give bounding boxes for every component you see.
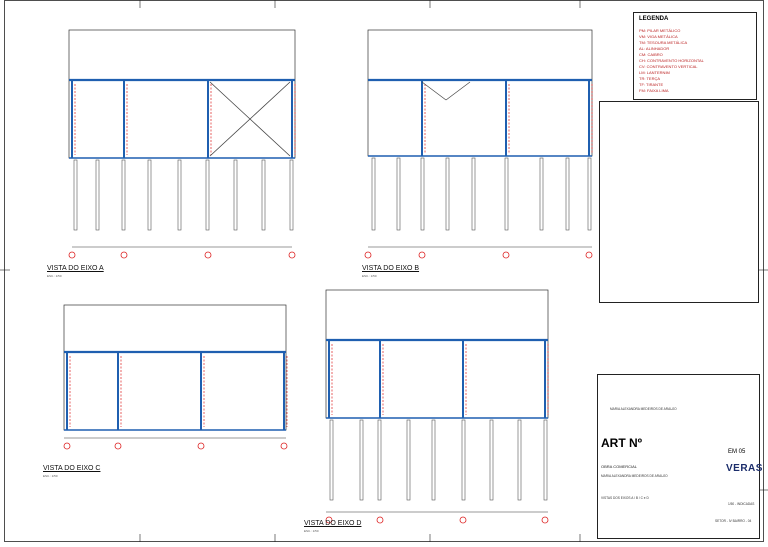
view-eixo-c: [63, 304, 288, 450]
axis-bubbles: [325, 516, 549, 524]
column-red-marks: [331, 344, 549, 415]
piles: [329, 419, 548, 501]
view-eixo-a: [68, 29, 296, 259]
facade-outline: [63, 304, 287, 431]
project-type: OBRA COMERCIAL: [601, 464, 638, 469]
art-label: ART Nº: [601, 436, 643, 450]
view-scale-d: ESC.: 1/50: [304, 529, 319, 533]
view-eixo-d: [325, 289, 549, 524]
legend-item: VM: VIGA METÁLICA: [639, 34, 678, 39]
legend-item: TM: TESOURA METÁLICA: [639, 40, 688, 45]
columns: [421, 80, 590, 156]
legend-item: CM: CAIBRO: [639, 52, 663, 57]
column-red-marks: [74, 84, 296, 155]
legend-item: TR: TERÇA: [639, 76, 661, 81]
columns: [71, 80, 293, 158]
bracing-x: [209, 81, 291, 157]
view-title-b: VISTA DO EIXO B: [362, 265, 420, 272]
location: SETOR - IV BAIRRO - 04: [715, 519, 752, 523]
column-red-marks: [424, 84, 593, 153]
legend-box: LEGENDA PM: PILAR METÁLICO VM: VIGA METÁ…: [633, 12, 757, 100]
legend-item: AL: ALINHADOR: [639, 46, 670, 51]
brand-logo: VERAS: [726, 463, 763, 474]
legend-item: PM: PILAR METÁLICO: [639, 28, 681, 33]
legend-item: CH: CONTRAVENTO HORIZONTAL: [639, 58, 704, 63]
notes-panel: [599, 101, 759, 303]
column-red-marks: [69, 356, 288, 427]
piles: [371, 157, 592, 231]
sheet-number: EM 05: [728, 449, 746, 455]
facade-outline: [68, 29, 296, 159]
scale-note: 1/50 - INDICADAS: [728, 502, 755, 506]
owner-name-top: MARIA ALEXANDRA MEDEIROS DE ARAUJO: [610, 407, 677, 411]
facade-outline: [325, 289, 549, 419]
title-block: MARIA ALEXANDRA MEDEIROS DE ARAUJO ART N…: [597, 374, 763, 539]
axis-bubbles: [68, 251, 296, 259]
axis-bubbles: [364, 251, 593, 259]
view-title-d: VISTA DO EIXO D: [304, 520, 362, 527]
roof-braces: [421, 81, 471, 101]
view-scale-a: ESC.: 1/50: [47, 274, 62, 278]
view-scale-b: ESC.: 1/50: [362, 274, 377, 278]
legend-item: CV: CONTRAVENTO VERTICAL: [639, 64, 698, 69]
view-title-a: VISTA DO EIXO A: [47, 265, 104, 272]
legend-item: FM: FAIXA LIMA: [639, 88, 669, 93]
legend-item: LM: LANTERNIM: [639, 70, 670, 75]
piles: [73, 159, 294, 231]
facade-outline: [367, 29, 593, 157]
owner-name: MARIA ALEXANDRA MEDEIROS DE ARAUJO: [601, 474, 668, 478]
view-scale-c: ESC.: 1/50: [43, 474, 58, 478]
columns: [66, 352, 285, 430]
legend-item: TF: TIRANTE: [639, 82, 664, 87]
axis-bubbles: [63, 442, 288, 450]
legend-title: LEGENDA: [639, 16, 669, 22]
view-title-c: VISTA DO EIXO C: [43, 465, 101, 472]
view-eixo-b: [364, 29, 593, 259]
columns: [328, 340, 546, 418]
drawing-title: VISTAS DOS EIXOS A / B / C e D: [601, 496, 649, 500]
